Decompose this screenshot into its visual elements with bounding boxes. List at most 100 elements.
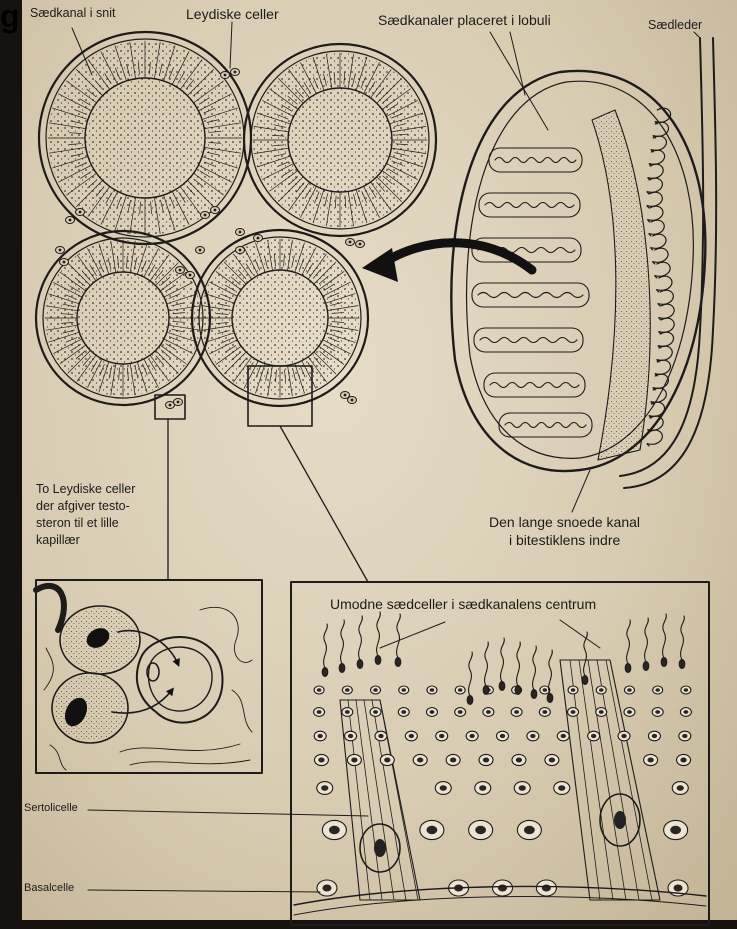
germ-cell [314,686,324,694]
germ-cell [420,820,444,839]
sertoli-fiber [356,700,382,900]
germ-cell [679,731,691,741]
germ-cell [644,754,658,765]
germ-cell [680,708,691,717]
germ-cell [342,708,353,717]
leydig-cell [186,272,195,279]
germ-cell [512,754,526,765]
germ-cell [466,731,478,741]
leydig-cell [236,229,245,236]
germ-cell [469,820,493,839]
sperm-cell [339,620,345,673]
germ-cell [483,708,494,717]
sertoli-fiber [588,660,626,900]
sperm-cell [375,612,381,665]
leydig-cell [201,212,210,219]
epididymis-coil [648,206,663,222]
epididymis-coil [647,430,662,446]
epididymis-coil [651,136,666,152]
leydig-cell [346,239,355,246]
sertoli-fiber [380,700,418,900]
germ-cell [545,754,559,765]
label-vas-deferens: Sædleder [648,18,702,32]
germ-cell [527,731,539,741]
germ-cell [435,782,451,795]
germ-cell [517,820,541,839]
sperm-cell [499,638,505,691]
sperm-cell [625,620,631,673]
sperm-cell [582,632,588,685]
germ-cell [436,731,448,741]
germ-cell [681,686,691,694]
lobule-tubule [485,203,574,208]
germ-cell [557,731,569,741]
lobule-tubule [495,158,576,163]
germ-cell [497,731,509,741]
germ-cell [314,731,326,741]
inset-tubule-wall [291,582,709,925]
germ-cell [539,708,550,717]
germ-cell [317,880,337,896]
sperm-cell [467,652,473,705]
germ-cell [493,880,513,896]
germ-cell [677,754,691,765]
sertoli-fiber [579,660,613,900]
label-long-coiled-duct-2: i bitestiklens indre [509,532,620,548]
germ-cell [399,686,409,694]
germ-cell [588,731,600,741]
leydig-cell [176,267,185,274]
arrow-head-icon [362,248,398,282]
lobule-tubule [505,423,586,428]
epididymis-coil [657,346,672,362]
label-sertoli-cell: Sertolicelle [24,802,78,815]
epididymis-coil [657,276,672,292]
germ-cell [375,731,387,741]
label-long-coiled-duct-1: Den lange snoede kanal [489,514,640,530]
leydig-cell [236,247,245,254]
germ-cell [314,708,325,717]
germ-cell [596,686,606,694]
germ-cell [380,754,394,765]
germ-cell [475,782,491,795]
germ-cell [342,686,352,694]
germ-cell [455,708,466,717]
germ-cell [648,731,660,741]
germ-cell [405,731,417,741]
sertoli-fiber [606,660,652,900]
germ-cell [624,686,634,694]
germ-cell [536,880,556,896]
germ-cell [618,731,630,741]
germ-cell [672,782,688,795]
leydig-cell [221,72,230,79]
germ-cell [653,686,663,694]
germ-cell [345,731,357,741]
label-leydig-cells: Leydiske celler [186,6,279,22]
sperm-cell [322,624,328,677]
germ-cell [317,782,333,795]
label-basal-cell: Basalcelle [24,882,74,895]
magnification-arrow [385,243,532,270]
epididymis-coil [653,248,668,264]
germ-cell [322,820,346,839]
germ-cell [624,708,635,717]
germ-cell [398,708,409,717]
lobule-tubule [480,338,577,343]
epididymis-coil [651,234,666,250]
lobule-tubule [490,383,579,388]
germ-cell [568,708,579,717]
sperm-cell [547,650,553,703]
germ-cell [479,754,493,765]
leydig-cell [174,399,183,406]
germ-cell [514,782,530,795]
germ-cell [347,754,361,765]
sperm-cell [531,646,537,699]
germ-cell [568,686,578,694]
germ-cell [511,708,522,717]
germ-cell [314,754,328,765]
germ-cell [664,820,688,839]
leydig-cell [56,247,65,254]
sperm-cell [357,616,363,669]
germ-cell [426,708,437,717]
